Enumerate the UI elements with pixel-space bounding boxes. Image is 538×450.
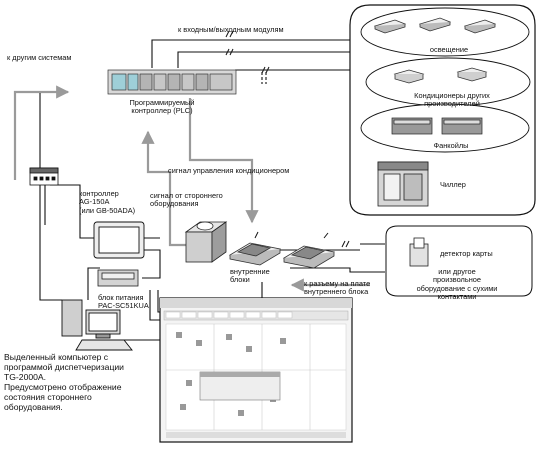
- computer-icon: [61, 299, 160, 351]
- label-to-connector: к разъему на плате внутреннего блока: [304, 279, 371, 297]
- label-power-block: блок питания PAC-SC51KUA: [98, 293, 149, 311]
- network-hub-icon: [29, 167, 59, 186]
- third-party-device-icon: [184, 221, 228, 263]
- arrow-ac-control: [188, 98, 259, 224]
- label-to-other-systems: к другим системам: [7, 53, 72, 62]
- label-dry-contacts: или другое произвольное оборудование с с…: [416, 267, 498, 302]
- controller-icon: [93, 221, 145, 259]
- label-ac-control-signal: сигнал управления кондиционером: [168, 166, 290, 175]
- ac-unit-icon: [393, 67, 488, 84]
- lighting-group: [360, 7, 530, 57]
- label-other-ac: Кондиционеры других производителей: [414, 91, 490, 109]
- lighting-icon: [373, 17, 497, 34]
- power-supply-icon: [97, 269, 139, 287]
- label-plc: Программируемый контроллер (PLC): [129, 98, 195, 116]
- fancoil-icon: [391, 117, 483, 135]
- label-to-io-modules: к входным/выходным модулям: [178, 25, 284, 34]
- chiller-icon: [377, 161, 429, 207]
- plc-icon: [107, 69, 237, 95]
- label-fancoils: Фанкойлы: [433, 141, 469, 150]
- card-detector-icon: [409, 237, 429, 267]
- dispatch-screenshot: [159, 297, 353, 443]
- label-third-party-signal: сигнал от стороннего оборудования: [150, 191, 223, 209]
- indoor-units-icon: [228, 242, 336, 269]
- label-lighting: освещение: [429, 45, 469, 54]
- label-indoor-units: внутренние блоки: [230, 267, 270, 285]
- wire-ticks: [225, 30, 350, 248]
- arrow-other-systems: [13, 85, 70, 180]
- label-controller: контроллер AG-150A (или GB-50ADA): [79, 189, 136, 215]
- label-card-detector: детектор карты: [440, 249, 493, 258]
- label-dispatch-pc: Выделенный компьютер с программой диспет…: [4, 352, 124, 412]
- label-chiller: Чиллер: [440, 180, 466, 189]
